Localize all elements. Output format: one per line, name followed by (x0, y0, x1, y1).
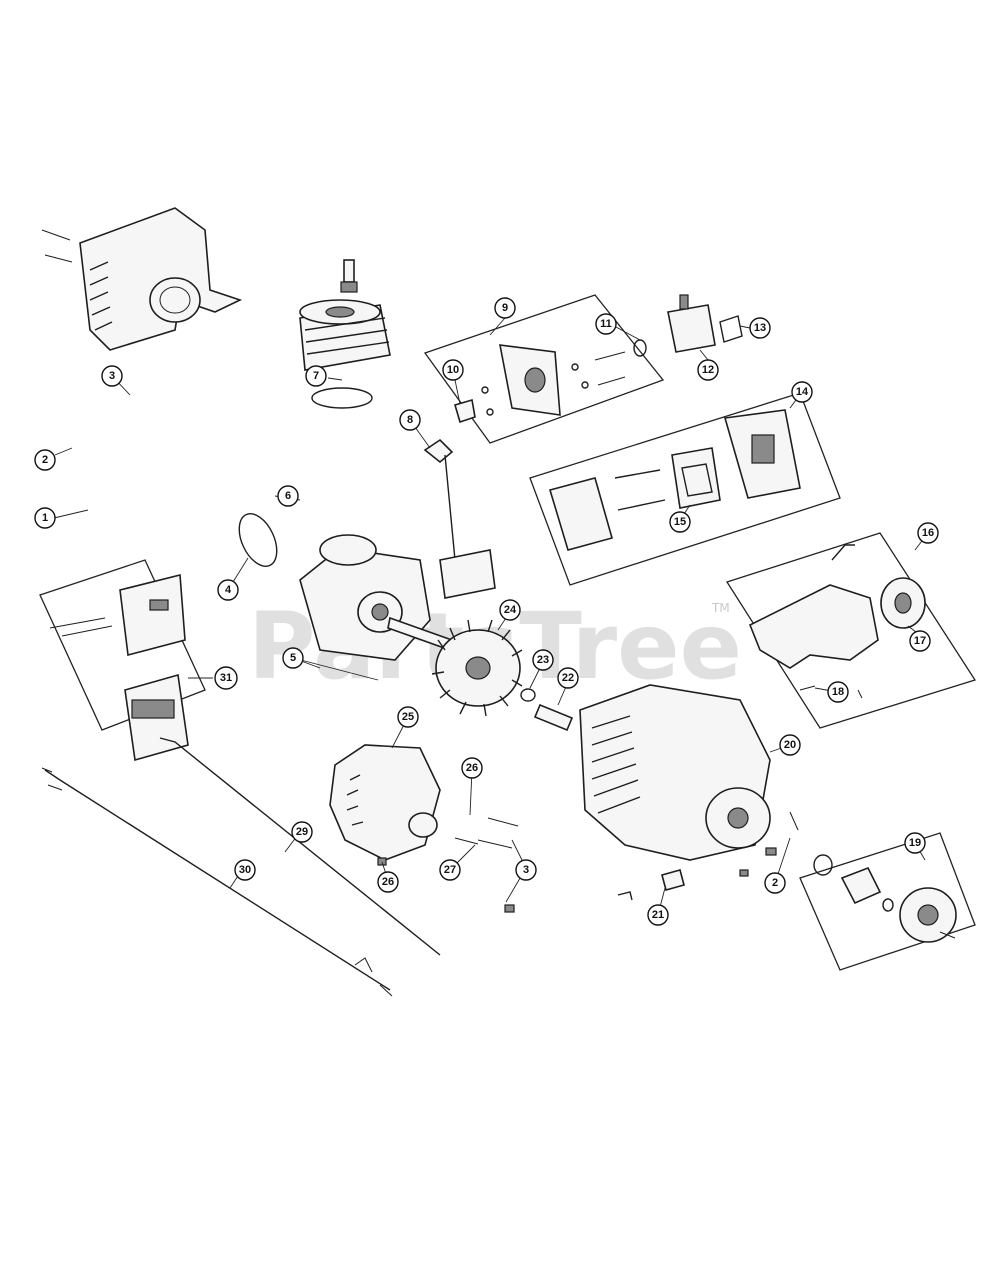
svg-text:11: 11 (600, 318, 612, 330)
svg-text:29: 29 (296, 826, 308, 838)
clip-part-21 (661, 869, 685, 891)
callout-3-right: 3 (515, 859, 537, 881)
screws-part-2-right (739, 811, 799, 877)
washer-part-23 (520, 688, 536, 702)
spark-plug (340, 259, 358, 293)
watermark-tm: TM (711, 601, 730, 615)
svg-text:25: 25 (402, 711, 414, 723)
callout-16: 16 (917, 522, 939, 544)
callout-29: 29 (291, 821, 313, 843)
fan-housing (329, 744, 441, 861)
sleeve-part-22 (533, 703, 574, 732)
callout-3-left: 3 (101, 365, 123, 387)
callout-13: 13 (749, 317, 771, 339)
svg-text:18: 18 (832, 686, 844, 698)
air-filter-housing (548, 409, 801, 551)
svg-text:1: 1 (42, 512, 48, 524)
callout-15: 15 (669, 511, 691, 533)
svg-text:24: 24 (504, 604, 517, 616)
svg-text:4: 4 (225, 584, 232, 596)
svg-text:13: 13 (754, 322, 766, 334)
callout-8: 8 (399, 409, 421, 431)
callout-26-top: 26 (461, 757, 483, 779)
muffler-assembly (49, 573, 189, 762)
callout-2-right: 2 (764, 872, 786, 894)
engine-shroud (79, 207, 243, 351)
engine-housing (579, 684, 771, 861)
svg-text:14: 14 (796, 386, 809, 398)
group-box-muffler (39, 559, 206, 731)
callout-2-left: 2 (34, 449, 56, 471)
callout-12: 12 (697, 359, 719, 381)
callout-19: 19 (904, 832, 926, 854)
clutch-assembly (813, 854, 957, 943)
carburetor-bracket (454, 339, 647, 424)
ignition-coil (423, 438, 496, 599)
svg-text:2: 2 (772, 877, 778, 889)
callout-20: 20 (779, 734, 801, 756)
callout-22: 22 (557, 667, 579, 689)
svg-text:19: 19 (909, 837, 921, 849)
svg-text:30: 30 (239, 864, 251, 876)
flywheel (431, 619, 523, 717)
callout-17: 17 (909, 630, 931, 652)
svg-text:5: 5 (290, 652, 296, 664)
svg-text:23: 23 (537, 654, 549, 666)
callout-6: 6 (277, 485, 299, 507)
svg-text:15: 15 (674, 516, 686, 528)
svg-text:9: 9 (502, 302, 508, 314)
svg-text:21: 21 (652, 909, 664, 921)
screws-part-2-left (41, 229, 73, 263)
svg-text:31: 31 (220, 672, 232, 684)
callout-26-bottom: 26 (377, 871, 399, 893)
callout-14: 14 (791, 381, 813, 403)
svg-text:10: 10 (447, 364, 459, 376)
svg-text:27: 27 (444, 864, 456, 876)
svg-text:2: 2 (42, 454, 48, 466)
callout-31: 31 (214, 666, 238, 690)
svg-text:26: 26 (466, 762, 478, 774)
callout-18: 18 (827, 681, 849, 703)
group-box-air-filter (529, 392, 841, 586)
svg-text:17: 17 (914, 635, 926, 647)
svg-text:26: 26 (382, 876, 394, 888)
callout-27: 27 (439, 859, 461, 881)
callout-10: 10 (442, 359, 464, 381)
callout-21: 21 (647, 904, 669, 926)
svg-text:7: 7 (313, 370, 319, 382)
callout-11: 11 (595, 313, 617, 335)
svg-text:3: 3 (109, 370, 115, 382)
svg-text:6: 6 (285, 490, 291, 502)
callout-5: 5 (282, 647, 304, 669)
cylinder (299, 299, 391, 371)
throttle-cables (41, 737, 441, 997)
group-box-clutch (799, 832, 976, 971)
callout-7: 7 (305, 365, 327, 387)
screws-part-26-27-3 (377, 817, 519, 913)
callout-24: 24 (499, 599, 521, 621)
svg-text:16: 16 (922, 527, 934, 539)
svg-text:8: 8 (407, 414, 413, 426)
svg-text:3: 3 (523, 864, 529, 876)
callout-25: 25 (397, 706, 419, 728)
hook-part-21 (617, 891, 633, 901)
o-ring (238, 513, 278, 567)
callout-4: 4 (217, 579, 239, 601)
svg-text:20: 20 (784, 739, 796, 751)
callout-1: 1 (34, 507, 56, 529)
callout-9: 9 (494, 297, 516, 319)
gasket-ring (311, 387, 373, 409)
callout-23: 23 (532, 649, 554, 671)
callout-30: 30 (234, 859, 256, 881)
air-cover (748, 544, 926, 699)
group-box-air-cover (725, 532, 977, 729)
svg-text:12: 12 (702, 364, 714, 376)
carburetor (667, 294, 743, 353)
svg-text:22: 22 (562, 672, 574, 684)
